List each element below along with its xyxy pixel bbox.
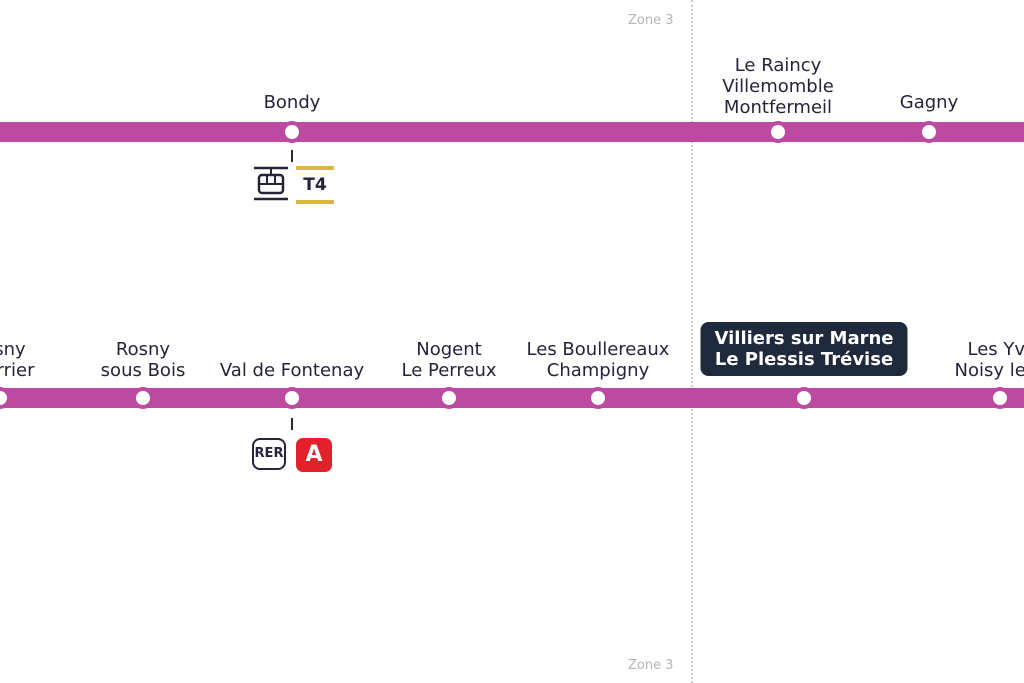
- station-label-rosny-cut[interactable]: sny errier: [0, 339, 35, 381]
- connection-tick-bondy: [291, 150, 293, 162]
- zone-label-bottom: Zone 3: [628, 658, 674, 673]
- station-label-nogent-le-perreux[interactable]: Nogent Le Perreux: [401, 339, 497, 381]
- station-label-villiers-sur-marne-highlighted[interactable]: Villiers sur Marne Le Plessis Trévise: [700, 322, 908, 376]
- station-label-bondy[interactable]: Bondy: [263, 92, 321, 113]
- station-label-val-de-fontenay[interactable]: Val de Fontenay: [219, 360, 365, 381]
- zone-label-top: Zone 3: [628, 13, 674, 28]
- station-stop-nogent-le-perreux[interactable]: [438, 387, 460, 409]
- rer-badge[interactable]: RER: [252, 438, 286, 470]
- station-stop-le-raincy[interactable]: [767, 121, 789, 143]
- station-label-les-boullereaux[interactable]: Les Boullereaux Champigny: [526, 339, 670, 381]
- t4-badge-bar-bottom: [296, 200, 334, 204]
- station-stop-val-de-fontenay[interactable]: [281, 387, 303, 409]
- station-stop-les-boullereaux[interactable]: [587, 387, 609, 409]
- station-label-les-yvris[interactable]: Les Yvr Noisy le G: [954, 339, 1024, 381]
- connection-tick-val-de-fontenay: [291, 418, 293, 430]
- station-stop-les-yvris[interactable]: [989, 387, 1011, 409]
- station-label-rosny-sous-bois[interactable]: Rosny sous Bois: [100, 339, 186, 381]
- station-stop-villiers-sur-marne[interactable]: [793, 387, 815, 409]
- station-label-gagny[interactable]: Gagny: [899, 92, 959, 113]
- t4-badge-bar-top: [296, 166, 334, 170]
- tram-icon: [254, 166, 288, 201]
- station-stop-rosny-sous-bois[interactable]: [132, 387, 154, 409]
- tram-t4-badge[interactable]: T4: [296, 166, 334, 204]
- zone-divider: [691, 0, 693, 683]
- top-line-track: [0, 122, 1024, 142]
- station-label-le-raincy[interactable]: Le Raincy Villemomble Montfermeil: [722, 55, 834, 118]
- station-stop-bondy[interactable]: [281, 121, 303, 143]
- station-stop-gagny[interactable]: [918, 121, 940, 143]
- station-stop-rosny-cut[interactable]: [0, 387, 11, 409]
- bottom-line-track: [0, 388, 1024, 408]
- rer-line-a-badge[interactable]: A: [296, 438, 332, 472]
